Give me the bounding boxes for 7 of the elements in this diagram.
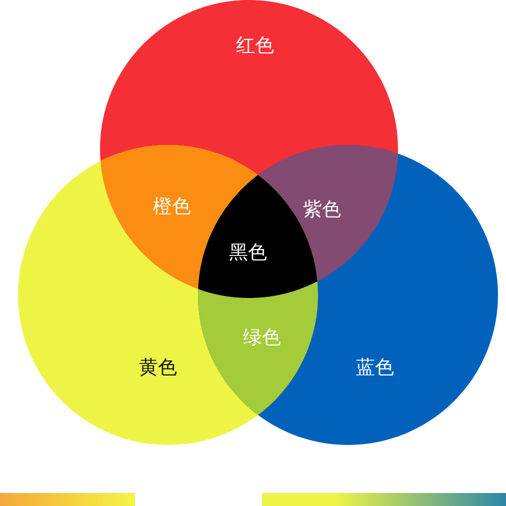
color-name: 绿色 [243, 328, 281, 348]
color-name: 黑色 [229, 244, 267, 262]
color-name: 蓝色 [356, 358, 394, 378]
color-name: 红色 [236, 36, 274, 56]
color-name: 橙色 [153, 198, 191, 216]
color-name: 紫色 [303, 200, 341, 220]
color-name: 黄色 [139, 358, 177, 378]
